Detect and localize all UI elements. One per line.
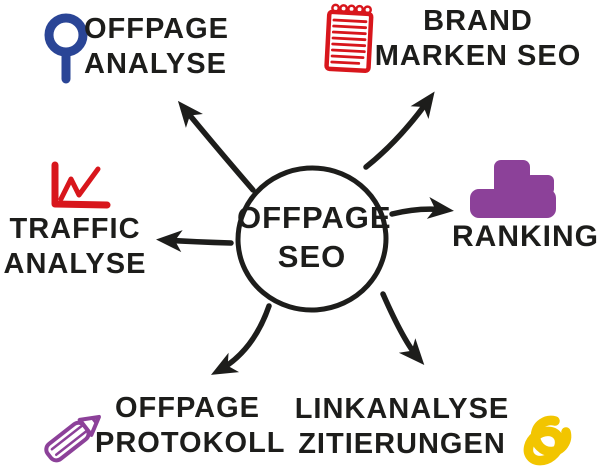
- node-label: OFFPAGE: [114, 392, 261, 424]
- center-node: OFFPAGE SEO: [237, 198, 391, 276]
- node-traffic-analyse: TRAFFIC ANALYSE: [0, 212, 150, 282]
- node-offpage-analyse: OFFPAGE ANALYSE: [84, 12, 264, 82]
- node-ranking: RANKING: [452, 219, 600, 254]
- arrow-left: [156, 230, 234, 253]
- node-label: ANALYSE: [3, 248, 147, 280]
- node-label: OFFPAGE: [84, 13, 230, 45]
- arrow-up-left: [177, 100, 256, 193]
- arrow-down-left: [210, 303, 272, 375]
- arrow-down-right: [380, 291, 425, 366]
- center-circle: [235, 165, 389, 313]
- node-label: TRAFFIC: [9, 213, 141, 245]
- notepad-icon: [324, 3, 374, 73]
- center-node-label-line2: SEO: [277, 239, 347, 274]
- node-label: BRAND: [423, 5, 533, 37]
- arrow-right: [389, 197, 454, 219]
- line-chart-icon: [51, 161, 111, 209]
- pencil-icon: [44, 414, 101, 463]
- node-label: ZITIERUNGEN: [298, 428, 506, 460]
- node-offpage-protokoll: OFFPAGE PROTOKOLL: [95, 391, 286, 461]
- arrow-group: [156, 91, 454, 375]
- node-brand-marken-seo: BRAND MARKEN SEO: [370, 4, 586, 74]
- arrow-up-right: [363, 91, 435, 170]
- chain-link-icon: [523, 415, 572, 466]
- node-label: LINKANALYSE: [294, 393, 510, 425]
- magnifier-icon: [44, 13, 88, 84]
- podium-icon: [470, 160, 556, 218]
- node-label: ANALYSE: [84, 48, 227, 80]
- node-label: PROTOKOLL: [95, 427, 286, 459]
- node-linkanalyse-zitierungen: LINKANALYSE ZITIERUNGEN: [288, 392, 516, 462]
- center-node-label-line1: OFFPAGE: [237, 200, 392, 235]
- node-label: RANKING: [452, 220, 599, 253]
- node-label: MARKEN SEO: [374, 40, 582, 72]
